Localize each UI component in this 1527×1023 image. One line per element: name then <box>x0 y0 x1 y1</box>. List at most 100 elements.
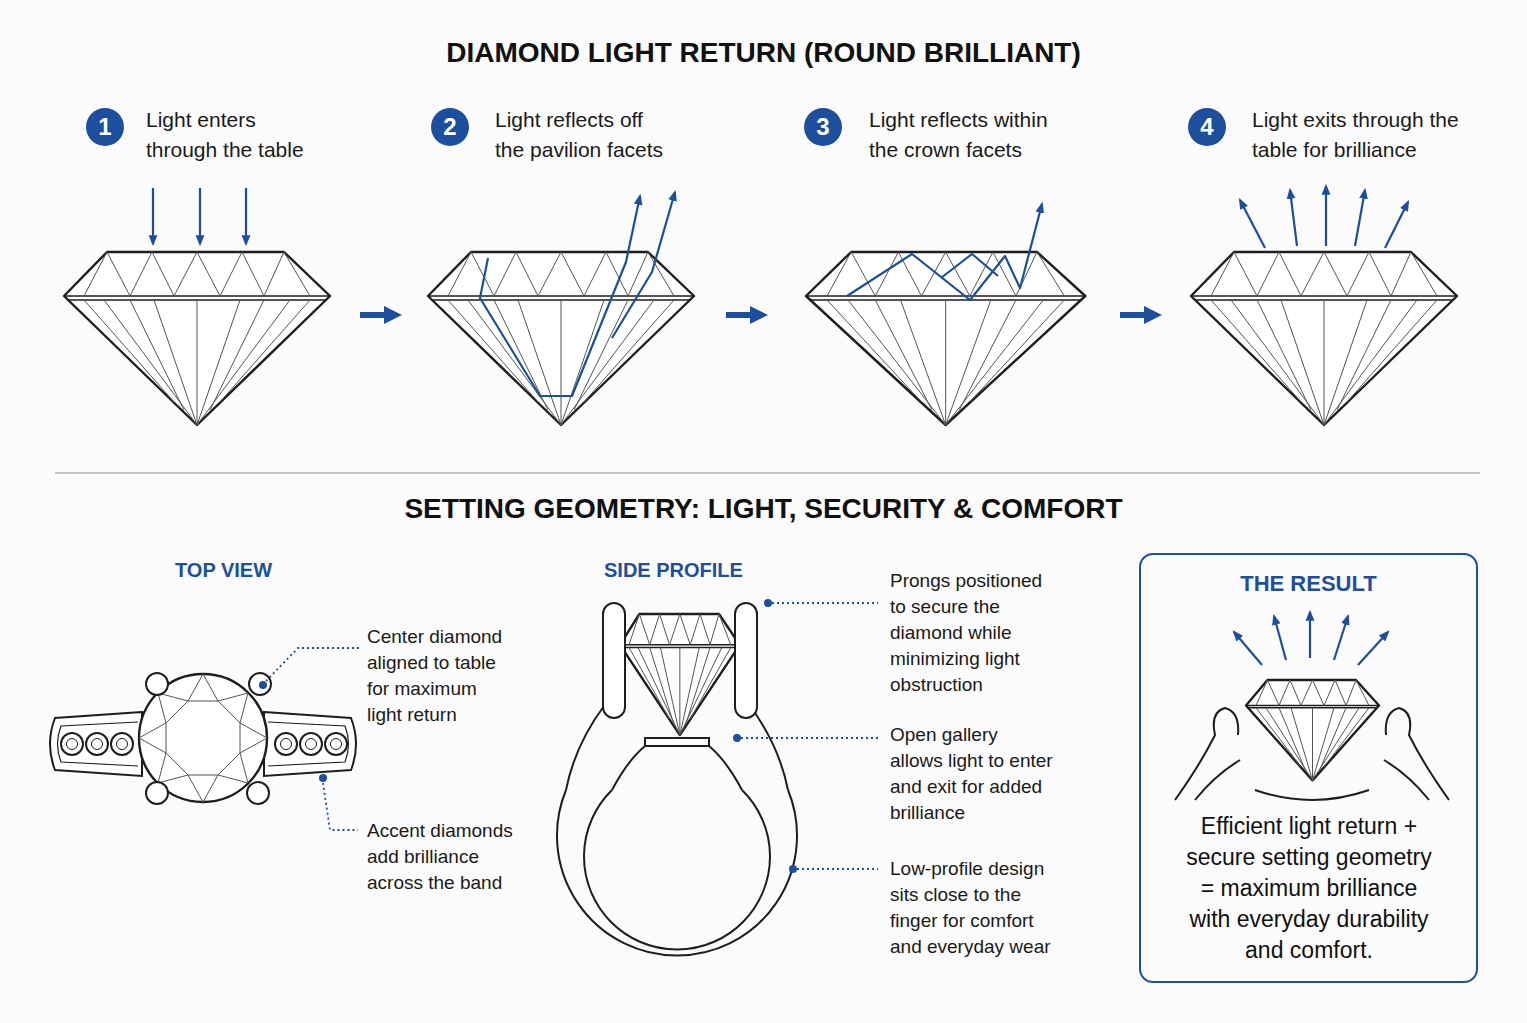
light-ray <box>153 188 246 244</box>
leader-line <box>741 737 878 739</box>
ring-top-view <box>50 673 356 804</box>
diamond-profile <box>620 614 740 735</box>
ring-side-profile <box>584 790 770 950</box>
light-ray <box>152 188 154 244</box>
leader-line <box>772 602 878 604</box>
ring-top-view <box>249 673 271 695</box>
callout-text: Open gallery allows light to enter and e… <box>890 722 1054 826</box>
prong <box>603 603 625 718</box>
diamond-profile <box>1246 680 1379 780</box>
leader-line <box>733 734 741 742</box>
ring-side-profile <box>750 706 788 790</box>
light-path <box>847 204 1042 300</box>
light-ray <box>1355 190 1365 246</box>
diamond-profile <box>64 252 330 425</box>
ring-side-profile <box>612 746 645 790</box>
ring-side-profile <box>566 706 604 790</box>
prong <box>735 603 757 718</box>
light-path <box>847 204 1042 300</box>
ring-result <box>1255 790 1369 800</box>
callout-text: Low-profile design sits close to the fin… <box>890 856 1054 960</box>
light-ray <box>199 188 201 244</box>
ring-top-view <box>300 733 322 755</box>
leader-line <box>764 599 772 607</box>
ring-top-view <box>275 733 297 755</box>
light-path <box>480 192 675 396</box>
ring-top-view <box>247 782 269 804</box>
leader-line <box>323 783 358 830</box>
diagram-title: DIAMOND LIGHT RETURN (ROUND BRILLIANT) <box>0 35 1527 71</box>
ring-top-view <box>264 712 356 776</box>
step-panel: 1 Light enters through the table <box>60 100 360 430</box>
light-ray <box>1240 186 1408 248</box>
ring-top-view <box>306 739 317 750</box>
ring-top-view <box>331 739 342 750</box>
ring-top-view <box>281 739 292 750</box>
ring-top-view <box>50 712 142 776</box>
light-path <box>480 196 640 396</box>
ring-top-view <box>166 701 240 775</box>
ring-top-view <box>146 782 168 804</box>
step-caption: Light exits through the table for brilli… <box>1252 105 1467 165</box>
step-number: 2 <box>431 108 469 146</box>
callout-text: Accent diamonds add brilliance across th… <box>367 818 515 896</box>
ring-side-profile <box>645 738 709 746</box>
light-path <box>941 254 998 278</box>
view-heading: SIDE PROFILE <box>604 557 804 583</box>
flow-arrow <box>360 312 393 318</box>
result-box: THE RESULTEfficient light return + secur… <box>1139 553 1478 983</box>
diamond-profile <box>428 252 694 425</box>
flow-arrow <box>1120 312 1153 318</box>
step-number: 4 <box>1188 108 1226 146</box>
leader-line <box>259 648 360 830</box>
callout-text: Prongs positioned to secure the diamond … <box>890 568 1054 698</box>
ring-top-view <box>92 739 103 750</box>
leader-line <box>733 599 878 873</box>
view-heading: TOP VIEW <box>175 557 375 583</box>
step-panel: 4 Light exits through the table for brill… <box>1162 100 1475 430</box>
ring-top-view <box>58 722 139 766</box>
step-number: 3 <box>804 108 842 146</box>
section-heading: SETTING GEOMETRY: LIGHT, SECURITY & COMF… <box>0 491 1527 527</box>
light-path <box>612 192 675 338</box>
prong <box>603 603 757 718</box>
ring-top-view <box>146 673 168 695</box>
light-ray <box>1274 616 1286 660</box>
ring-side-profile <box>709 746 742 790</box>
leader-line <box>259 681 267 689</box>
leader-line <box>797 868 878 870</box>
step-panel: 2 Light reflects off the pavilion facets <box>402 100 726 430</box>
light-ray <box>1234 612 1388 665</box>
ring-side-profile <box>557 706 797 956</box>
ring-top-view <box>111 733 133 755</box>
diamond-profile <box>1191 252 1457 425</box>
leader-line <box>789 865 797 873</box>
diamond-profile <box>806 252 1085 425</box>
ring-top-view <box>61 733 83 755</box>
ring-top-view <box>67 739 78 750</box>
step-number: 1 <box>86 108 124 146</box>
ring-top-view <box>325 733 347 755</box>
ring-top-view <box>117 739 128 750</box>
light-ray <box>1240 200 1265 248</box>
ring-side-profile <box>557 790 797 956</box>
flow-arrow <box>726 312 759 318</box>
light-ray <box>1334 616 1348 660</box>
light-ray <box>1325 186 1327 246</box>
ring-result <box>1195 760 1240 800</box>
ring-top-view <box>86 733 108 755</box>
divider-line <box>55 472 1480 473</box>
ring-top-view <box>268 722 349 766</box>
leader-line <box>266 648 360 681</box>
step-caption: Light reflects off the pavilion facets <box>495 105 667 165</box>
result-text: Efficient light return + secure setting … <box>1179 811 1439 966</box>
light-ray <box>1234 632 1262 665</box>
step-panel: 3 Light reflects within the crown facets <box>768 100 1120 430</box>
light-ray <box>1309 612 1311 658</box>
light-ray <box>1385 202 1408 248</box>
step-caption: Light enters through the table <box>146 105 316 165</box>
step-caption: Light reflects within the crown facets <box>869 105 1054 165</box>
callout-text: Center diamond aligned to table for maxi… <box>367 624 515 728</box>
